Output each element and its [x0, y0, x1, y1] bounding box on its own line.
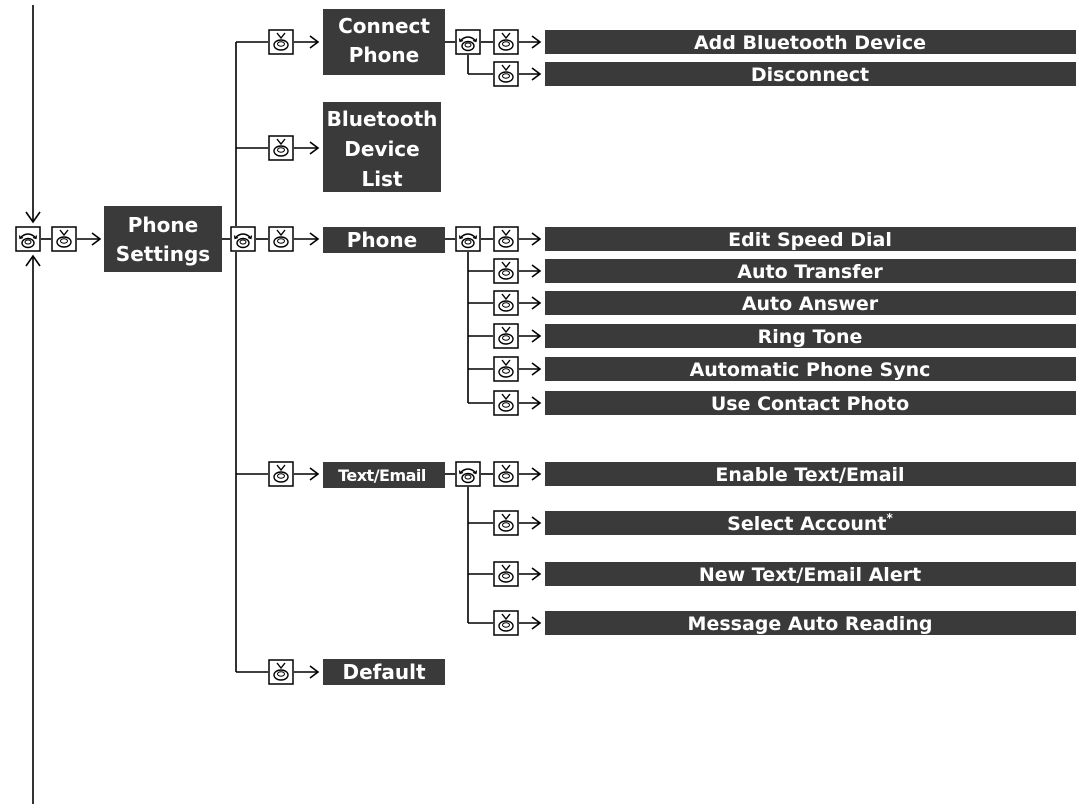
dial-press-icon	[493, 561, 519, 587]
footnote-mark: *	[887, 511, 894, 525]
menu-item-bar	[545, 562, 1076, 586]
menu-item: Edit Speed Dial	[493, 226, 1076, 252]
dial-press-icon	[268, 226, 294, 252]
menu-item: Automatic Phone Sync	[468, 356, 1076, 382]
text-email-node-label: Text/Email	[338, 466, 426, 485]
menu-item-bar	[545, 30, 1076, 54]
menu-item: Message Auto Reading	[468, 610, 1076, 636]
menu-item-bar	[545, 357, 1076, 381]
phone-settings-label-line2: Settings	[116, 242, 210, 266]
phone-settings-node: Phone Settings	[104, 206, 222, 272]
menu-item: Enable Text/Email	[493, 461, 1076, 487]
menu-item-label: Automatic Phone Sync	[690, 359, 931, 381]
text-email-branch: Text/Email	[236, 461, 493, 623]
dial-press-icon	[268, 29, 294, 55]
menu-item-bar	[545, 62, 1076, 86]
dial-press-icon	[268, 135, 294, 161]
menu-item-bar	[545, 227, 1076, 251]
dial-press-icon	[493, 323, 519, 349]
menu-item: Select Account*	[468, 510, 1076, 536]
connect-phone-label-line1: Connect	[338, 14, 430, 38]
dial-press-icon	[493, 29, 519, 55]
dial-rotate-icon	[230, 226, 256, 252]
menu-item-label: Ring Tone	[758, 326, 863, 348]
menu-item-bar	[545, 611, 1076, 635]
menu-item-label: New Text/Email Alert	[699, 564, 921, 586]
bluetooth-device-list-label-line2: Device	[344, 137, 419, 161]
menu-item-bar	[545, 511, 1076, 535]
menu-item-bar	[545, 391, 1076, 415]
dial-rotate-icon	[15, 226, 41, 252]
dial-press-icon	[493, 390, 519, 416]
entry-controls	[15, 226, 102, 252]
menu-item-bar	[545, 462, 1076, 486]
bluetooth-device-list-branch: Bluetooth Device List	[236, 102, 441, 192]
dial-press-icon	[493, 356, 519, 382]
menu-item: Auto Answer	[468, 290, 1076, 316]
dial-press-icon	[51, 226, 77, 252]
phone-branch: Phone	[268, 226, 493, 403]
bluetooth-device-list-label-line3: List	[361, 167, 403, 191]
default-branch: Default	[236, 659, 445, 685]
dial-press-icon	[493, 226, 519, 252]
dial-press-icon	[268, 461, 294, 487]
dial-press-icon	[493, 61, 519, 87]
default-node-label: Default	[342, 660, 425, 684]
menu-item-bar	[545, 324, 1076, 348]
dial-rotate-icon	[455, 461, 481, 487]
dial-press-icon	[493, 290, 519, 316]
bluetooth-device-list-label-line1: Bluetooth	[327, 107, 438, 131]
menu-item-bar	[545, 259, 1076, 283]
menu-item-label: Disconnect	[751, 64, 869, 86]
loop-lines	[25, 5, 41, 804]
menu-item-label: Add Bluetooth Device	[694, 32, 926, 54]
menu-item-label: Auto Answer	[742, 293, 879, 315]
menu-item: New Text/Email Alert	[468, 561, 1076, 587]
dial-rotate-icon	[455, 226, 481, 252]
phone-node-label: Phone	[347, 228, 417, 252]
menu-item-bar	[545, 291, 1076, 315]
menu-item: Use Contact Photo	[468, 390, 1076, 416]
menu-item-label: Edit Speed Dial	[728, 229, 892, 251]
connect-phone-branch: Connect Phone	[236, 9, 542, 87]
menu-item: Ring Tone	[468, 323, 1076, 349]
dial-press-icon	[268, 659, 294, 685]
dial-press-icon	[493, 510, 519, 536]
connect-phone-label-line2: Phone	[349, 43, 419, 67]
menu-item: Auto Transfer	[468, 258, 1076, 284]
menu-item-label: Auto Transfer	[737, 261, 883, 283]
menu-item-label: Select Account*	[727, 511, 893, 535]
dial-press-icon	[493, 461, 519, 487]
menu-item-label: Message Auto Reading	[688, 613, 933, 635]
dial-press-icon	[493, 610, 519, 636]
dial-press-icon	[493, 258, 519, 284]
menu-item-label: Use Contact Photo	[711, 393, 909, 415]
phone-settings-branch	[222, 42, 268, 672]
dial-rotate-icon	[455, 29, 481, 55]
menu-item-label: Enable Text/Email	[715, 464, 904, 486]
phone-settings-label-line1: Phone	[128, 213, 198, 237]
